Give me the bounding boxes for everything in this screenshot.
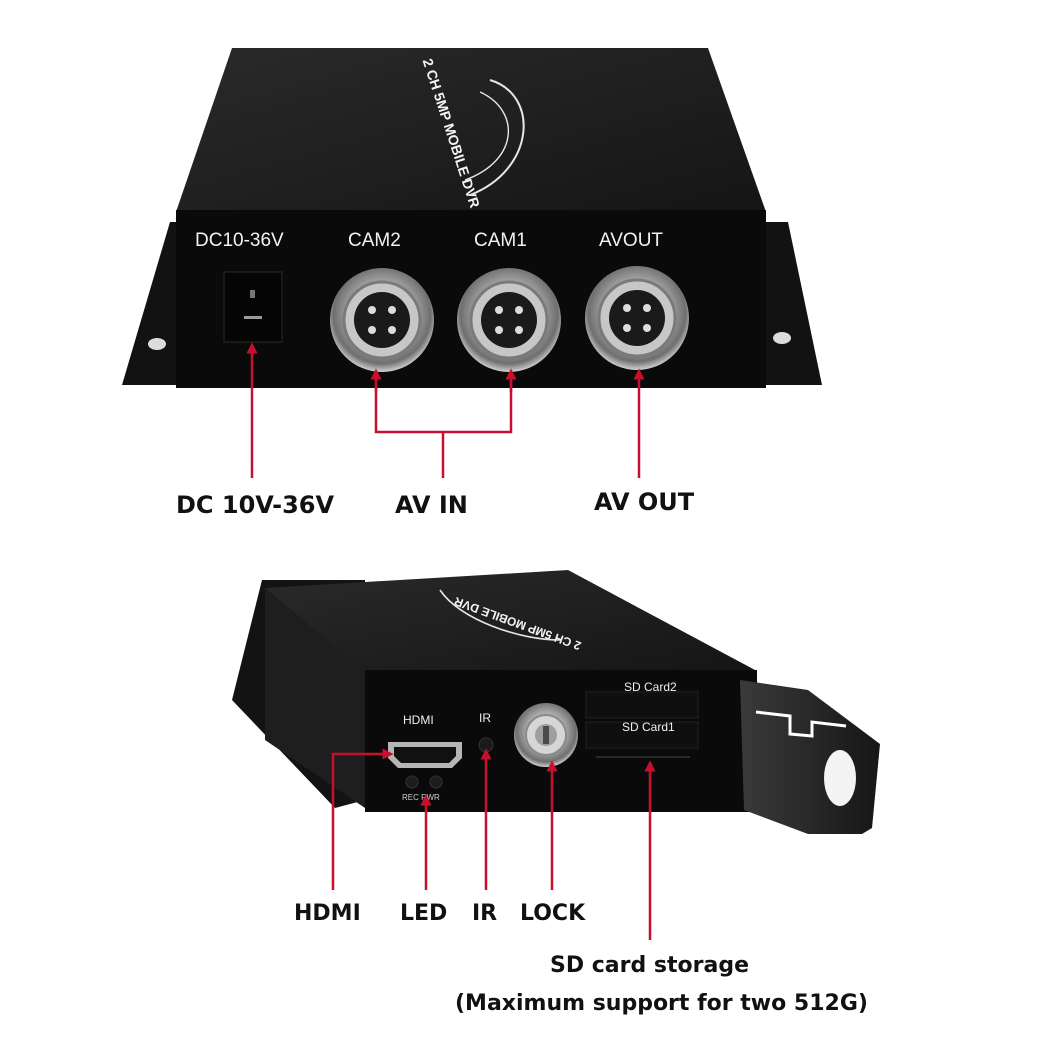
tray-latch	[824, 750, 856, 806]
led-indicators	[405, 775, 443, 789]
sd-tray-door	[740, 680, 880, 834]
key-lock	[514, 703, 578, 767]
callout-lock: LOCK	[520, 901, 586, 926]
top-callout-arrows	[246, 342, 645, 478]
callout-hdmi: HDMI	[294, 901, 361, 926]
callout-av-in: AV IN	[395, 491, 468, 519]
top-flange-hole-left	[148, 338, 166, 350]
top-brand-swoosh-2	[464, 91, 510, 181]
hdmi-port	[388, 742, 462, 768]
top-brand-swoosh	[469, 79, 525, 196]
bottom-brand-swoosh	[439, 589, 561, 641]
cam1-connector	[457, 268, 561, 372]
bottom-label-hdmi: HDMI	[403, 713, 434, 727]
bottom-callout-arrows	[331, 748, 656, 940]
callout-sd-max: (Maximum support for two 512G)	[455, 991, 868, 1016]
bottom-label-ir: IR	[479, 711, 491, 725]
top-label-avout: AVOUT	[599, 230, 663, 251]
callout-ir: IR	[472, 901, 497, 926]
top-label-cam1: CAM1	[474, 230, 527, 251]
bottom-lid	[265, 570, 755, 672]
top-lid	[176, 48, 766, 212]
callout-av-out: AV OUT	[594, 488, 695, 516]
ir-sensor	[478, 737, 494, 753]
callout-dc: DC 10V-36V	[176, 491, 334, 519]
bottom-label-rec-pwr: REC PWR	[402, 793, 440, 802]
bottom-label-sd2: SD Card2	[624, 680, 677, 694]
bottom-dvr-device: 2 CH 5MP MOBILE DVR HDMI REC PWR IR	[232, 570, 880, 834]
top-label-cam2: CAM2	[348, 230, 401, 251]
bottom-label-sd1: SD Card1	[622, 720, 675, 734]
hdmi-arrow	[331, 748, 394, 890]
top-dvr-device: 2 CH 5MP MOBILE DVR DC10-36V CAM2 CAM1 A…	[122, 48, 822, 388]
sd-slot-area	[585, 691, 699, 758]
cam2-connector	[330, 268, 434, 372]
top-flange-hole-right	[773, 332, 791, 344]
dc-power-jack	[223, 271, 283, 343]
callout-sd-storage: SD card storage	[550, 953, 749, 978]
avout-connector	[585, 266, 689, 370]
top-label-dc: DC10-36V	[195, 230, 284, 251]
callout-led: LED	[400, 901, 447, 926]
